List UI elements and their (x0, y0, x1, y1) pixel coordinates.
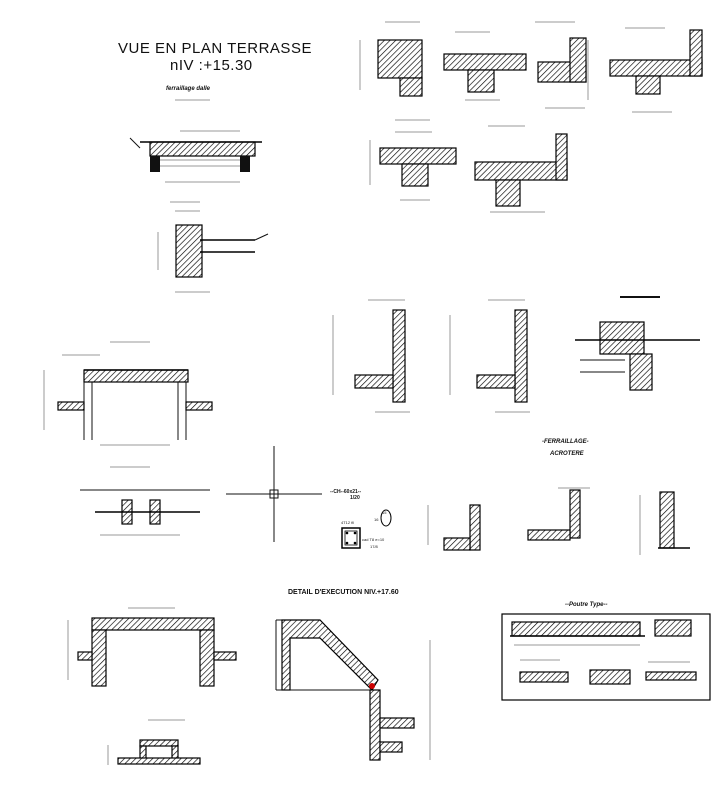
ferraillage-dalle-detail: ferraillage dalle (129, 86, 269, 293)
poutre-type-label: --Poutre Type-- (565, 602, 607, 608)
acrotere-label-2: ACROTERE (549, 451, 585, 457)
coupe-bottom-left (67, 607, 237, 765)
detail-execution: DETAIL D'EXECUTION NIV.+17.60 (275, 589, 431, 761)
rebar-label-3: 17/8 (370, 544, 379, 549)
drawing-level: nIV :+15.30 (170, 57, 253, 74)
acrotere-label-1: -FERRAILLAGE- (542, 439, 589, 445)
ferraillage-section (80, 466, 210, 536)
ch-section-detail: --CH--60x21-- 1/20 4T12 fil cad T8 e=10 … (330, 489, 392, 549)
rebar-label-2: cad T8 e=10 (362, 537, 385, 542)
coupes-top-right (359, 21, 703, 213)
ch-scale: 1/20 (350, 495, 360, 501)
ferraillage-acrotere: -FERRAILLAGE- ACROTERE (427, 439, 690, 555)
detail-execution-title: DETAIL D'EXECUTION NIV.+17.60 (288, 589, 399, 596)
rebar-label-1: 4T12 fil (341, 520, 354, 525)
poutre-type-frame: --Poutre Type-- (501, 602, 711, 701)
drawing-title: VUE EN PLAN TERRASSE (118, 40, 312, 57)
cad-crosshair (226, 446, 322, 542)
ferraillage-dalle-label: ferraillage dalle (166, 86, 211, 92)
rebar-label-5: 16 (374, 517, 379, 522)
portique-left (43, 341, 213, 446)
rebar-label-4: 15 (382, 510, 387, 515)
ch-title: --CH--60x21-- (330, 489, 361, 495)
coupes-middle (332, 296, 700, 413)
